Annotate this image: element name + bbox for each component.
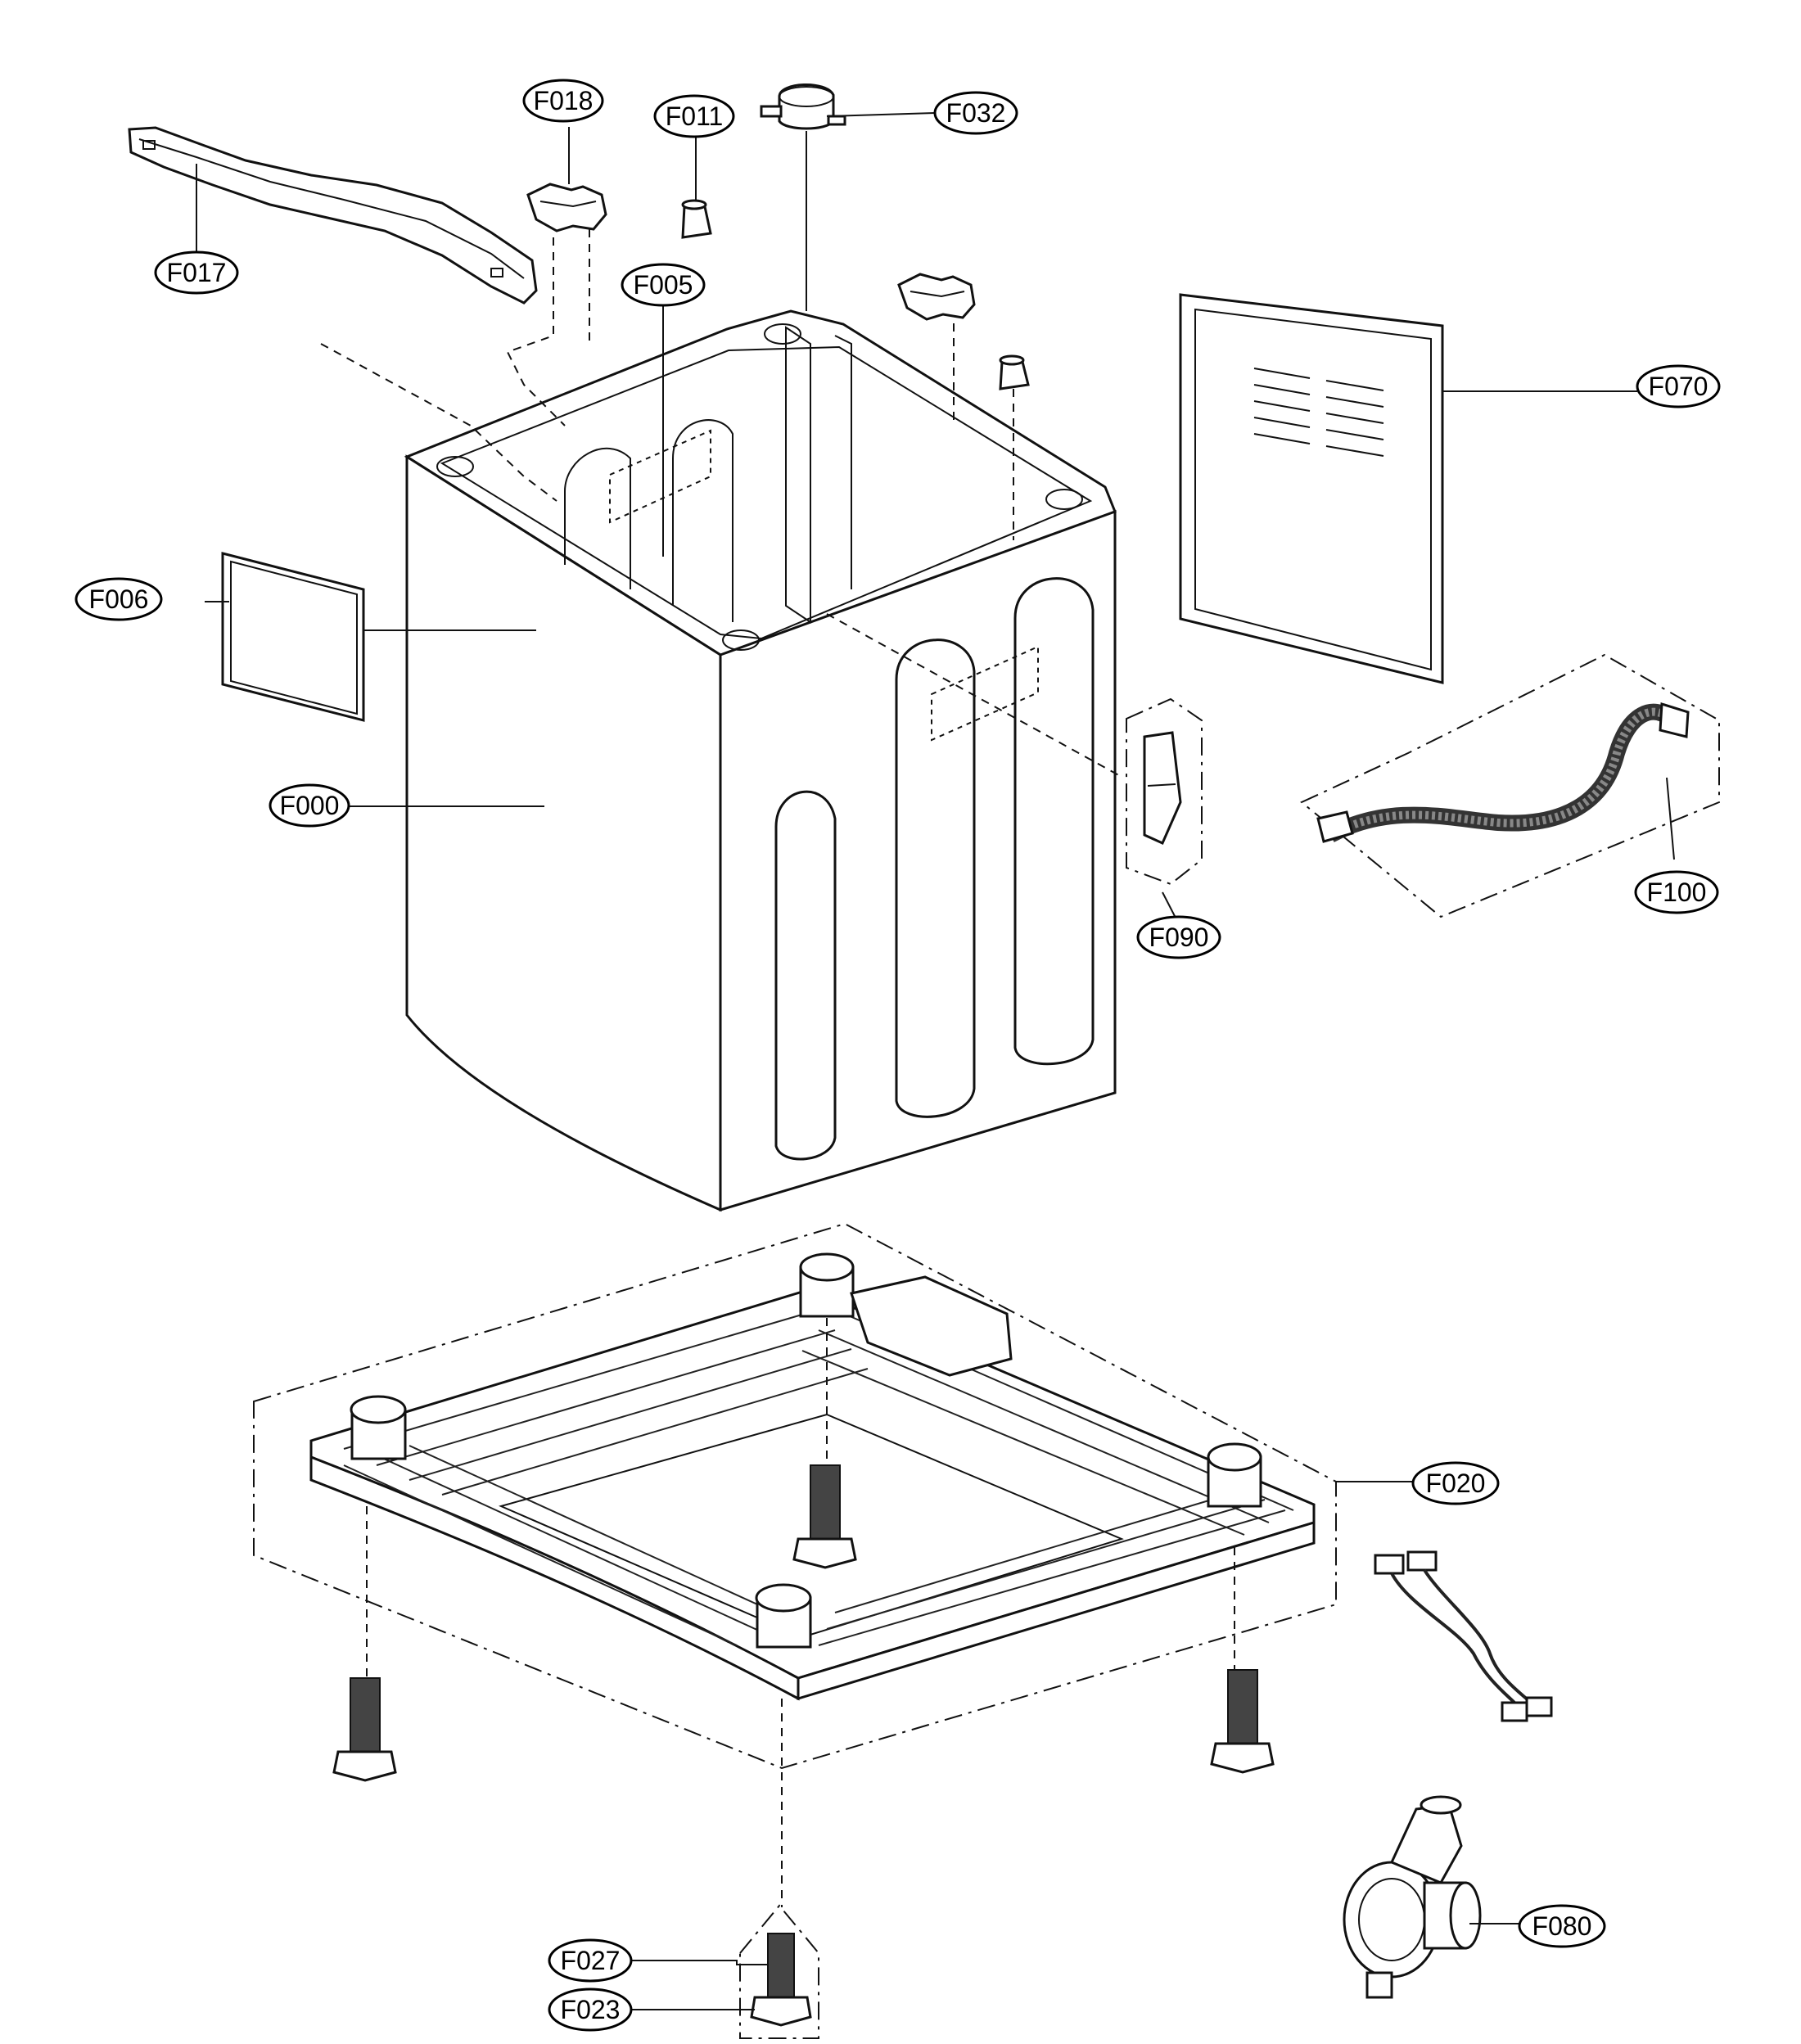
base-frame [253, 1222, 1337, 1770]
top-frame-rail [128, 126, 538, 305]
svg-text:F006: F006 [89, 584, 149, 614]
callout-F090: F090 [1136, 915, 1221, 959]
hanger-bracket [526, 183, 607, 232]
callout-F011: F011 [653, 94, 735, 138]
leveling-foot [332, 1464, 1275, 2039]
callout-F080: F080 [1518, 1904, 1606, 1948]
callout-F100: F100 [1634, 870, 1719, 914]
svg-text:F080: F080 [1532, 1911, 1592, 1941]
bracket [1126, 697, 1203, 886]
callout-F018: F018 [522, 79, 604, 123]
svg-text:F032: F032 [946, 98, 1006, 128]
callout-F006: F006 [74, 577, 163, 621]
svg-text:F020: F020 [1426, 1469, 1486, 1498]
svg-text:F023: F023 [561, 1995, 621, 2024]
callout-F027: F027 [548, 1938, 633, 1983]
callout-F020: F020 [1411, 1461, 1500, 1505]
drain-hose [1300, 653, 1720, 918]
svg-text:F090: F090 [1149, 923, 1209, 952]
rear-cover [1179, 293, 1444, 684]
callout-F023: F023 [548, 1988, 633, 2032]
svg-text:F017: F017 [167, 258, 227, 287]
callout-F032: F032 [933, 91, 1018, 135]
callout-F017: F017 [154, 250, 239, 295]
label [609, 429, 1039, 742]
hanger-bracket-right [897, 273, 976, 321]
cabinet [404, 309, 1117, 1212]
wire-harness [1374, 1550, 1553, 1722]
damper-cap [681, 199, 1030, 390]
leveling-post [350, 1252, 1262, 1649]
svg-text:F000: F000 [280, 791, 340, 820]
svg-text:F018: F018 [534, 86, 594, 115]
svg-text:F011: F011 [666, 102, 724, 131]
callout-F070: F070 [1636, 364, 1721, 408]
side-panel-cover [221, 552, 365, 722]
svg-text:F100: F100 [1647, 878, 1707, 907]
svg-text:F005: F005 [634, 270, 693, 300]
leader-lines [196, 112, 1675, 2010]
drain-pump [1343, 1795, 1482, 1999]
callout-F000: F000 [269, 783, 350, 828]
svg-text:F070: F070 [1649, 372, 1708, 401]
hose-clamp [760, 83, 846, 130]
vent-slots [1253, 368, 1384, 457]
svg-text:F027: F027 [561, 1946, 621, 1975]
callout-F005: F005 [621, 263, 706, 307]
